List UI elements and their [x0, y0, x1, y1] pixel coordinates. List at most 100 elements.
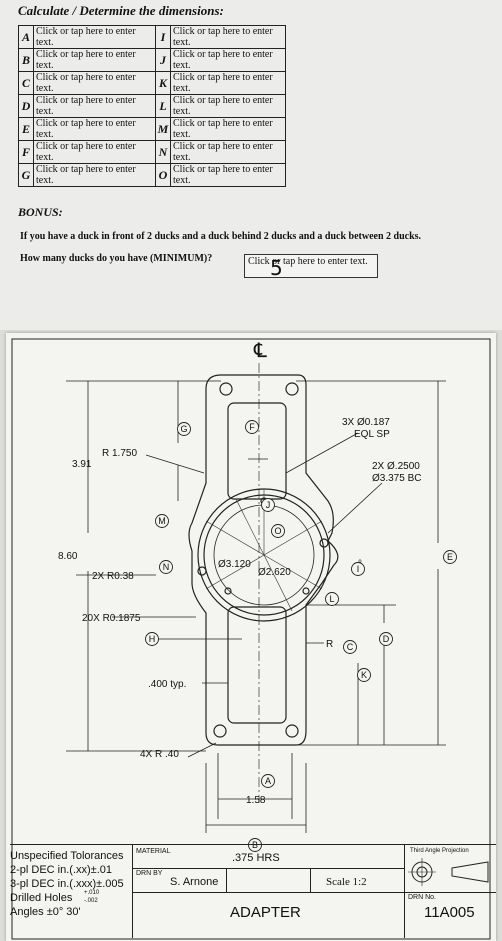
balloon-o: O [271, 524, 285, 538]
dimension-field[interactable]: Click or tap here to enter text. [170, 163, 286, 187]
dimension-letter: O [155, 163, 171, 187]
dim-1-58: 1.58 [246, 795, 266, 806]
dimension-field[interactable]: Click or tap here to enter text. [33, 140, 156, 164]
dimension-labels: 3.91 R 1.750 8.60 2X R0.38 20X R0.1875 .… [58, 417, 421, 806]
balloon-letter: D [383, 634, 390, 644]
dimension-letter: G [18, 163, 34, 187]
balloon-e: E [443, 550, 457, 564]
balloon-f: F [245, 420, 259, 434]
balloon-letter: A [265, 776, 271, 786]
worksheet-title: Calculate / Determine the dimensions: [18, 3, 224, 18]
dimension-letter: E [18, 117, 34, 141]
dimension-field[interactable]: Click or tap here to enter text. [33, 48, 156, 72]
drawing-number: 11A005 [424, 904, 475, 921]
material-label: MATERIAL [136, 848, 171, 855]
balloon-letter: M [158, 516, 166, 526]
bonus-label: BONUS: [18, 205, 63, 219]
dimension-letter: J [155, 48, 171, 72]
balloon-a: A [261, 774, 275, 788]
drawn-by-label: DRN BY [136, 870, 163, 877]
dimension-letter: N [155, 140, 171, 164]
dim-dia-2620: Ø2.620 [258, 567, 291, 578]
balloon-j: J [261, 498, 275, 512]
bonus-answer-field[interactable]: Click or tap here to enter text. [244, 254, 378, 278]
balloon-letter: N [163, 562, 170, 572]
material-value: .375 HRS [232, 852, 280, 864]
balloon-letter: F [249, 422, 255, 432]
drawing-border [11, 338, 491, 940]
balloon-letter: K [361, 670, 367, 680]
dim-holes: 3X Ø0.187 [342, 417, 390, 428]
dimension-field[interactable]: Click or tap here to enter text. [33, 94, 156, 118]
dimension-letter: I [155, 25, 171, 49]
bonus-question: How many ducks do you have (MINIMUM)? [20, 253, 213, 264]
dim-dia-3120: Ø3.120 [218, 559, 251, 570]
tolerance-3pl: 3-pl DEC in.(.xxx)±.005 [10, 878, 124, 890]
dimension-field[interactable]: Click or tap here to enter text. [33, 71, 156, 95]
tb-divider-2 [404, 844, 405, 938]
bonus-riddle: If you have a duck in front of 2 ducks a… [20, 231, 422, 242]
part-name: ADAPTER [230, 904, 301, 921]
dimension-letter: F [18, 140, 34, 164]
dimension-field[interactable]: Click or tap here to enter text. [170, 25, 286, 49]
angles-tolerance: Angles ±0° 30' [10, 906, 81, 918]
dimension-field[interactable]: Click or tap here to enter text. [33, 25, 156, 49]
drilled-minus: -.002 [84, 898, 98, 904]
bolt-circle-lines [205, 489, 323, 612]
dimension-letter: D [18, 94, 34, 118]
dim-r01875: 20X R0.1875 [82, 613, 141, 624]
dimension-letter: K [155, 71, 171, 95]
dimension-field[interactable]: Click or tap here to enter text. [170, 117, 286, 141]
tb-divider-1 [132, 844, 133, 938]
balloon-n: N [159, 560, 173, 574]
dimension-field[interactable]: Click or tap here to enter text. [33, 163, 156, 187]
balloon-m: M [155, 514, 169, 528]
tb-divider-3 [132, 868, 404, 869]
dimension-letter: M [155, 117, 171, 141]
dimension-field[interactable]: Click or tap here to enter text. [170, 71, 286, 95]
centerline-symbol: ℄ [253, 340, 267, 362]
tb-divider-5 [226, 868, 227, 892]
title-block: Unspecified Tolorances 2-pl DEC in.(.xx)… [10, 844, 496, 938]
balloon-h: H [145, 632, 159, 646]
drilled-holes: Drilled Holes [10, 892, 73, 904]
balloon-g: G [177, 422, 191, 436]
balloon-d: D [379, 632, 393, 646]
dimension-lines [66, 380, 446, 833]
balloon-l: L [325, 592, 339, 606]
balloon-k: K [357, 668, 371, 682]
handwritten-answer: 5 [270, 256, 283, 280]
dim-r-label: R [326, 639, 333, 650]
balloon-letter: J [266, 500, 271, 510]
dimension-field[interactable]: Click or tap here to enter text. [170, 48, 286, 72]
balloon-letter: B [252, 840, 258, 850]
dimension-field[interactable]: Click or tap here to enter text. [170, 140, 286, 164]
dimension-letter: B [18, 48, 34, 72]
drawing-sheet: ℄ [6, 333, 496, 941]
dim-2x-dia: 2X Ø.2500 [372, 461, 420, 472]
dimension-field[interactable]: Click or tap here to enter text. [170, 94, 286, 118]
dimension-field[interactable]: Click or tap here to enter text. [33, 117, 156, 141]
balloon-letter: I [357, 564, 360, 574]
dim-eql-sp: EQL SP [354, 429, 390, 440]
adapter-drawing: ℄ [11, 338, 491, 940]
tolerances-title: Unspecified Tolorances [10, 850, 124, 862]
scale-value: Scale 1:2 [326, 876, 367, 888]
dim-r1750: R 1.750 [102, 448, 137, 459]
drawn-by-value: S. Arnone [170, 876, 219, 888]
balloon-letter: L [329, 594, 334, 604]
balloon-i: I [351, 562, 365, 576]
balloon-letter: G [180, 424, 187, 434]
dim-8-60: 8.60 [58, 551, 78, 562]
dim-3-91: 3.91 [72, 459, 92, 470]
tb-top-line [10, 844, 496, 845]
tb-divider-4 [132, 892, 496, 893]
